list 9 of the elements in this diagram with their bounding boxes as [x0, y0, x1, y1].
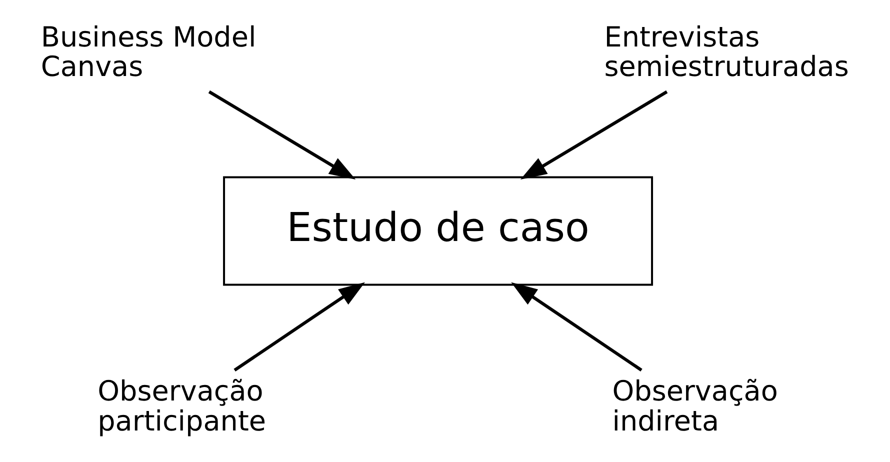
node-text: Observação indireta — [612, 374, 778, 438]
node-box: Estudo de caso — [223, 176, 654, 286]
arrow — [511, 282, 642, 372]
arrow — [234, 282, 365, 372]
node-text: Business Model Canvas — [40, 20, 256, 84]
arrow — [208, 90, 356, 180]
arrow — [520, 90, 668, 180]
node-text: Observação participante — [98, 374, 266, 438]
node-text: Entrevistas semiestruturadas — [604, 20, 849, 84]
